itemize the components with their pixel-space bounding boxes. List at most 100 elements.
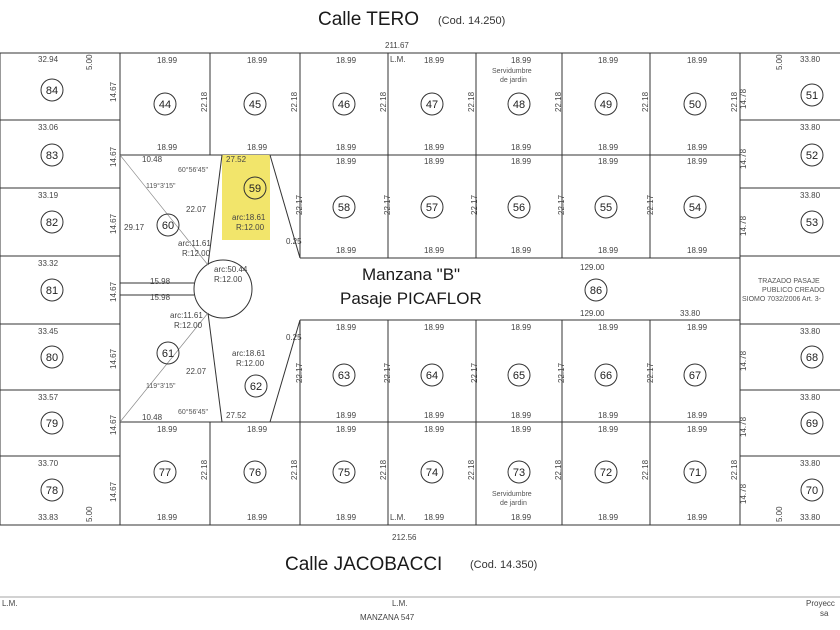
svg-text:22.07: 22.07 xyxy=(186,205,207,214)
lot-50-circle xyxy=(683,92,707,116)
svg-text:22.07: 22.07 xyxy=(186,367,207,376)
left-width-5: 33.57 xyxy=(38,393,59,402)
lot-64-depth: 22.17 xyxy=(383,362,392,383)
lot-69-number: 69 xyxy=(806,418,818,430)
lot-81-depth: 14.67 xyxy=(109,281,118,302)
svg-text:15.98: 15.98 xyxy=(150,293,171,302)
upper-mid-row-grid xyxy=(299,155,651,258)
lot-66-front: 18.99 xyxy=(598,323,619,332)
lot-77-circle xyxy=(153,460,177,484)
lot-64-front: 18.99 xyxy=(424,323,445,332)
turning-circle xyxy=(193,259,253,319)
easement-bottom-1: Servidumbre xyxy=(492,491,532,498)
bottom-lm: L.M. xyxy=(390,513,406,522)
passage-length-bottom: 129.00 xyxy=(580,309,605,318)
svg-text:arc:50.44: arc:50.44 xyxy=(214,265,248,274)
easement-top-1: Servidumbre xyxy=(492,68,532,75)
lot-68-circle xyxy=(800,345,824,369)
svg-text:R:12.00: R:12.00 xyxy=(182,249,211,258)
lot-67-number: 67 xyxy=(689,370,701,382)
lot-50-back: 18.99 xyxy=(687,143,708,152)
lot-82-number: 82 xyxy=(46,217,58,229)
easement-bottom-2: de jardin xyxy=(500,500,527,507)
lot-72-back: 18.99 xyxy=(598,513,619,522)
lot-67-front: 18.99 xyxy=(687,323,708,332)
lot-51-number: 51 xyxy=(806,90,818,102)
right-width-4: 33.80 xyxy=(800,393,821,402)
lot-60-circle xyxy=(156,213,180,237)
lot-45-circle xyxy=(243,92,267,116)
lot-45-front: 18.99 xyxy=(247,56,268,65)
lot-50-front: 18.99 xyxy=(687,56,708,65)
lot-66-circle xyxy=(594,363,618,387)
lot-59-highlight xyxy=(222,155,270,240)
lot-46-front: 18.99 xyxy=(336,56,357,65)
lot-56-back: 18.99 xyxy=(511,246,532,255)
lot-63-depth: 22.17 xyxy=(295,362,304,383)
footer-right: Proyecc xyxy=(806,599,835,608)
svg-text:R:12.00: R:12.00 xyxy=(236,223,265,232)
lot-75-number: 75 xyxy=(338,467,350,479)
lot-50-number: 50 xyxy=(689,99,701,111)
lot-79-depth: 14.67 xyxy=(109,414,118,435)
lot-81-circle xyxy=(40,278,64,302)
lot-72-circle xyxy=(594,460,618,484)
left-edge-top: 5.00 xyxy=(85,54,94,70)
lot-55-number: 55 xyxy=(600,202,612,214)
svg-text:arc:11.61: arc:11.61 xyxy=(178,239,211,248)
lot-45-back: 18.99 xyxy=(247,143,268,152)
lot-75-front: 18.99 xyxy=(336,425,357,434)
lot-69-circle xyxy=(800,411,824,435)
lot-73-number: 73 xyxy=(513,467,525,479)
lot-57-circle xyxy=(420,195,444,219)
lot-47-circle xyxy=(420,92,444,116)
lot-77-depth: 22.18 xyxy=(200,459,209,480)
lot-50-depth: 22.18 xyxy=(730,91,739,112)
lower-mid-row-grid xyxy=(120,320,740,423)
lot-64-circle xyxy=(420,363,444,387)
lot-81-number: 81 xyxy=(46,285,58,297)
lot-44-circle xyxy=(153,92,177,116)
lot-77-back: 18.99 xyxy=(157,513,178,522)
lot-76-circle xyxy=(243,460,267,484)
lot-61-circle xyxy=(156,341,180,365)
lot-58-front: 18.99 xyxy=(336,157,357,166)
lot-74-back: 18.99 xyxy=(424,513,445,522)
cul-de-sac xyxy=(119,154,301,423)
passage-end-dim: 33.80 xyxy=(680,309,701,318)
lot-44-front: 18.99 xyxy=(157,56,178,65)
lot-55-circle xyxy=(594,195,618,219)
lot-49-back: 18.99 xyxy=(598,143,619,152)
lot-56-depth: 22.17 xyxy=(470,194,479,215)
lot-63-circle xyxy=(332,363,356,387)
lot-57-number: 57 xyxy=(426,202,438,214)
lot-77-front: 18.99 xyxy=(157,425,178,434)
passage-name: Pasaje PICAFLOR xyxy=(340,289,482,308)
svg-text:arc:18.61: arc:18.61 xyxy=(232,349,266,358)
bottom-frontage: 212.56 xyxy=(392,533,417,542)
right-edge-top: 5.00 xyxy=(775,54,784,70)
lot-58-circle xyxy=(332,195,356,219)
lot-54-depth: 22.17 xyxy=(646,194,655,215)
lot-80-number: 80 xyxy=(46,352,58,364)
top-frontage: 211.67 xyxy=(385,41,409,50)
lot-54-number: 54 xyxy=(689,202,701,214)
lot-83-circle xyxy=(40,143,64,167)
lot-86-circle xyxy=(584,278,608,302)
lot-47-back: 18.99 xyxy=(424,143,445,152)
lot-73-front: 18.99 xyxy=(511,425,532,434)
lot-53-number: 53 xyxy=(806,217,818,229)
lot-46-back: 18.99 xyxy=(336,143,357,152)
lot-45-number: 45 xyxy=(249,99,261,111)
lot-82-circle xyxy=(40,210,64,234)
lot-66-back: 18.99 xyxy=(598,411,619,420)
lot-54-front: 18.99 xyxy=(687,157,708,166)
lot-80-circle xyxy=(40,345,64,369)
lot-66-number: 66 xyxy=(600,370,612,382)
lot-69-depth: 14.78 xyxy=(739,416,748,437)
lot-56-front: 18.99 xyxy=(511,157,532,166)
lot-77-number: 77 xyxy=(159,467,171,479)
lot-79-circle xyxy=(40,411,64,435)
